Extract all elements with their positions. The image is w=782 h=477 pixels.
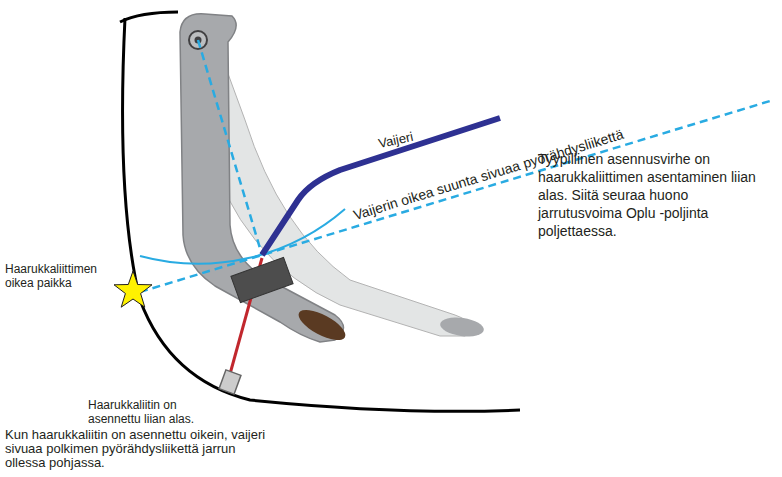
correct-place-star xyxy=(114,271,152,307)
caption-text: Kun haarukkaliitin on asennettu oikein, … xyxy=(5,428,277,470)
radius-line xyxy=(198,40,262,255)
note-text: Tyypillinen asennusvirhe on haarukkaliit… xyxy=(538,150,758,240)
wrong-fork-connector xyxy=(219,370,241,394)
rotation-arc xyxy=(140,209,345,264)
wrong-place-label: Haarukkaliitin on asennettu liian alas. xyxy=(88,398,206,426)
pedal-pad xyxy=(294,304,349,346)
frame-outline xyxy=(120,12,178,22)
star-label: Haarukkaliittimen oikea paikka xyxy=(5,262,117,290)
cable-direction-line xyxy=(140,101,770,292)
fork-connector xyxy=(231,257,293,302)
ghost-pedal-pad xyxy=(439,315,485,339)
